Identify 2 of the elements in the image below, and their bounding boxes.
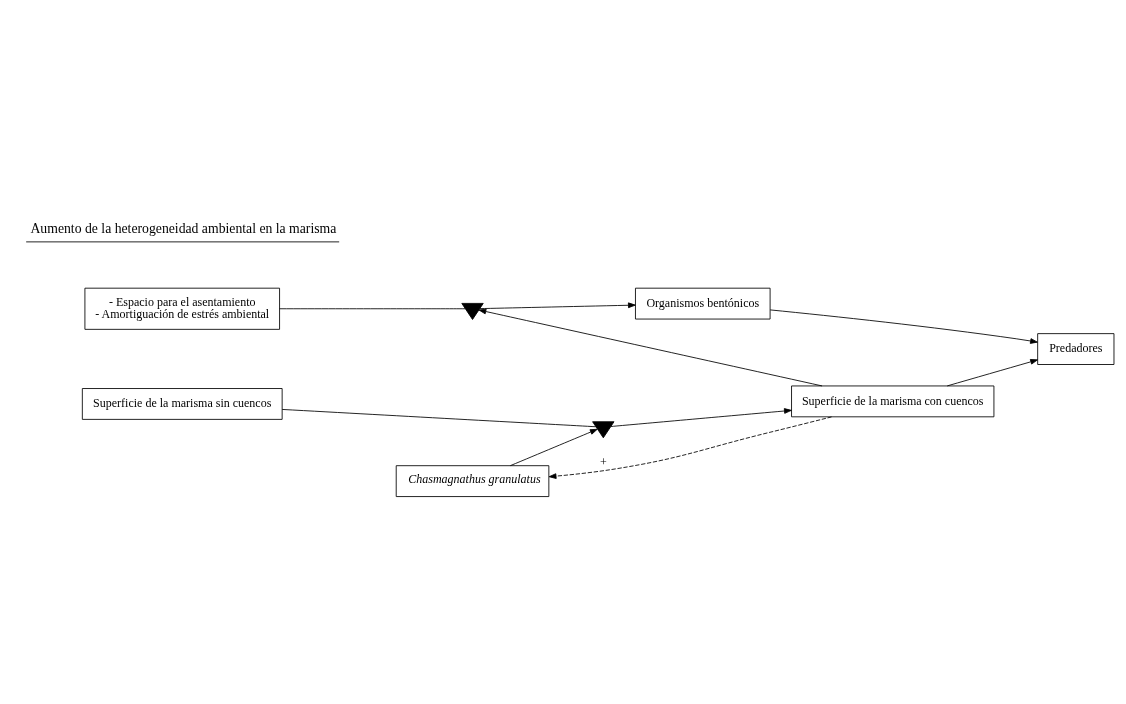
- label: Aumento de la heterogeneidad ambiental en la marisma: [30, 220, 337, 236]
- edge-label: +: [599, 454, 607, 469]
